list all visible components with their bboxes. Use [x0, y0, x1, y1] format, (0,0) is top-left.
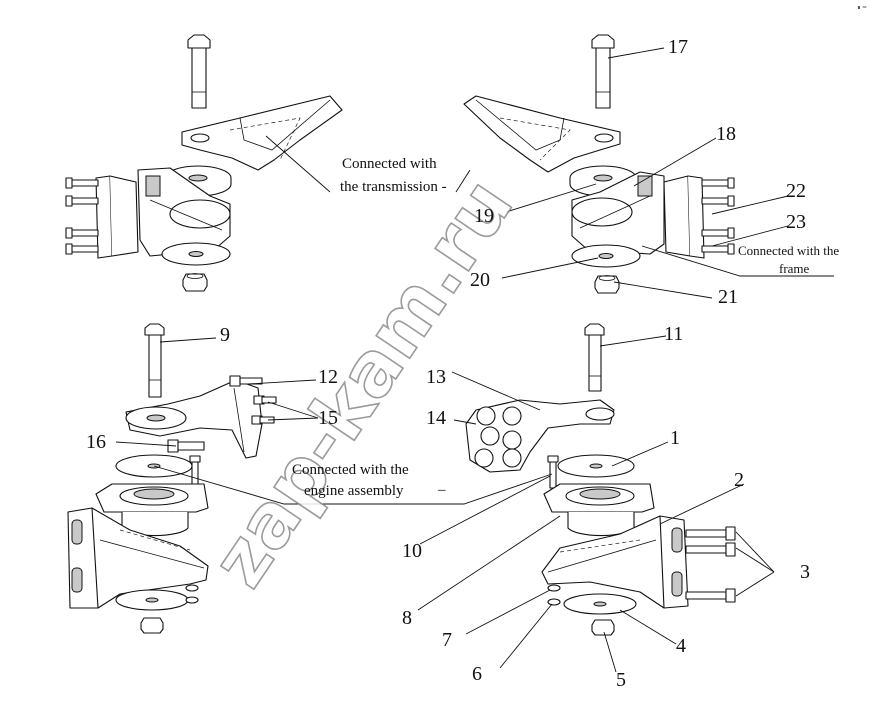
callout-19: 19	[474, 205, 494, 227]
bottom-right-mount-assembly	[465, 323, 736, 636]
bottom-right-upper-washer	[557, 454, 635, 478]
note-frame-line1: Connected with the	[738, 243, 839, 258]
corner-mark: ∎ ═	[857, 4, 867, 11]
note-transmission-line1: Connected with	[342, 156, 437, 172]
callout-14: 14	[426, 407, 446, 429]
callout-23: 23	[786, 211, 806, 233]
bottom-right-side-bolts	[685, 526, 736, 603]
top-left-nut	[182, 273, 208, 292]
top-left-lower-washer	[161, 242, 231, 266]
bottom-right-support-housing	[541, 515, 689, 609]
bottom-left-engine-bracket	[125, 375, 277, 459]
callout-20: 20	[470, 269, 490, 291]
bottom-right-small-nuts	[547, 584, 561, 606]
bottom-left-base-plate	[95, 483, 209, 537]
bottom-left-bolt	[144, 323, 165, 398]
callout-6: 6	[472, 663, 482, 685]
top-right-lower-washer	[571, 244, 641, 268]
bottom-right-nut	[591, 619, 615, 636]
callout-5: 5	[616, 669, 626, 691]
top-left-transmission-bracket	[181, 95, 343, 171]
annotations: Connected with the transmission - Connec…	[292, 156, 839, 499]
leader-lines	[115, 47, 834, 673]
bottom-left-small-nuts	[185, 584, 199, 604]
callout-1: 1	[670, 427, 680, 449]
callout-16: 16	[86, 431, 106, 453]
callout-11: 11	[664, 323, 683, 345]
callout-9: 9	[220, 324, 230, 346]
callout-numbers: 1 2 3 4 5 6 7 8 9 10 11 12 13 14 15 16 1…	[86, 36, 810, 691]
note-engine-line2: engine assembly	[304, 483, 404, 499]
top-left-side-plate	[65, 175, 139, 259]
callout-10: 10	[402, 540, 422, 562]
bottom-left-nut	[140, 617, 164, 634]
bottom-right-engine-bracket	[465, 399, 615, 473]
bottom-left-lower-washer	[115, 589, 189, 611]
callout-13: 13	[426, 366, 446, 388]
top-left-rubber-cushion	[137, 167, 231, 257]
top-right-side-plate	[663, 175, 735, 259]
callout-3: 3	[800, 561, 810, 583]
bottom-right-bolt	[584, 323, 605, 392]
callout-18: 18	[716, 123, 736, 145]
callout-15: 15	[318, 407, 338, 429]
top-left-mount-assembly	[65, 34, 343, 292]
bottom-right-lower-washer	[563, 593, 637, 615]
bottom-right-small-bolt	[547, 455, 559, 489]
callout-2: 2	[734, 469, 744, 491]
callout-7: 7	[442, 629, 452, 651]
top-right-rubber-cushion	[571, 171, 665, 255]
note-transmission-line2: the transmission -	[340, 179, 447, 195]
note-engine-dash: –	[437, 482, 446, 498]
bottom-left-mount-assembly	[67, 323, 277, 634]
callout-8: 8	[402, 607, 412, 629]
callout-17: 17	[668, 36, 688, 58]
callout-12: 12	[318, 366, 338, 388]
top-right-bolt	[591, 34, 615, 109]
bottom-left-small-bolt	[189, 455, 201, 489]
bottom-left-support-housing	[67, 507, 209, 609]
top-right-nut	[594, 275, 620, 294]
bottom-right-base-plate	[543, 483, 655, 537]
top-right-mount-assembly	[463, 34, 735, 294]
callout-22: 22	[786, 180, 806, 202]
note-frame-line2: frame	[779, 261, 810, 276]
top-right-transmission-bracket	[463, 95, 621, 173]
callout-21: 21	[718, 286, 738, 308]
note-engine-line1: Connected with the	[292, 462, 409, 478]
top-left-bolt	[187, 34, 211, 109]
callout-4: 4	[676, 635, 686, 657]
